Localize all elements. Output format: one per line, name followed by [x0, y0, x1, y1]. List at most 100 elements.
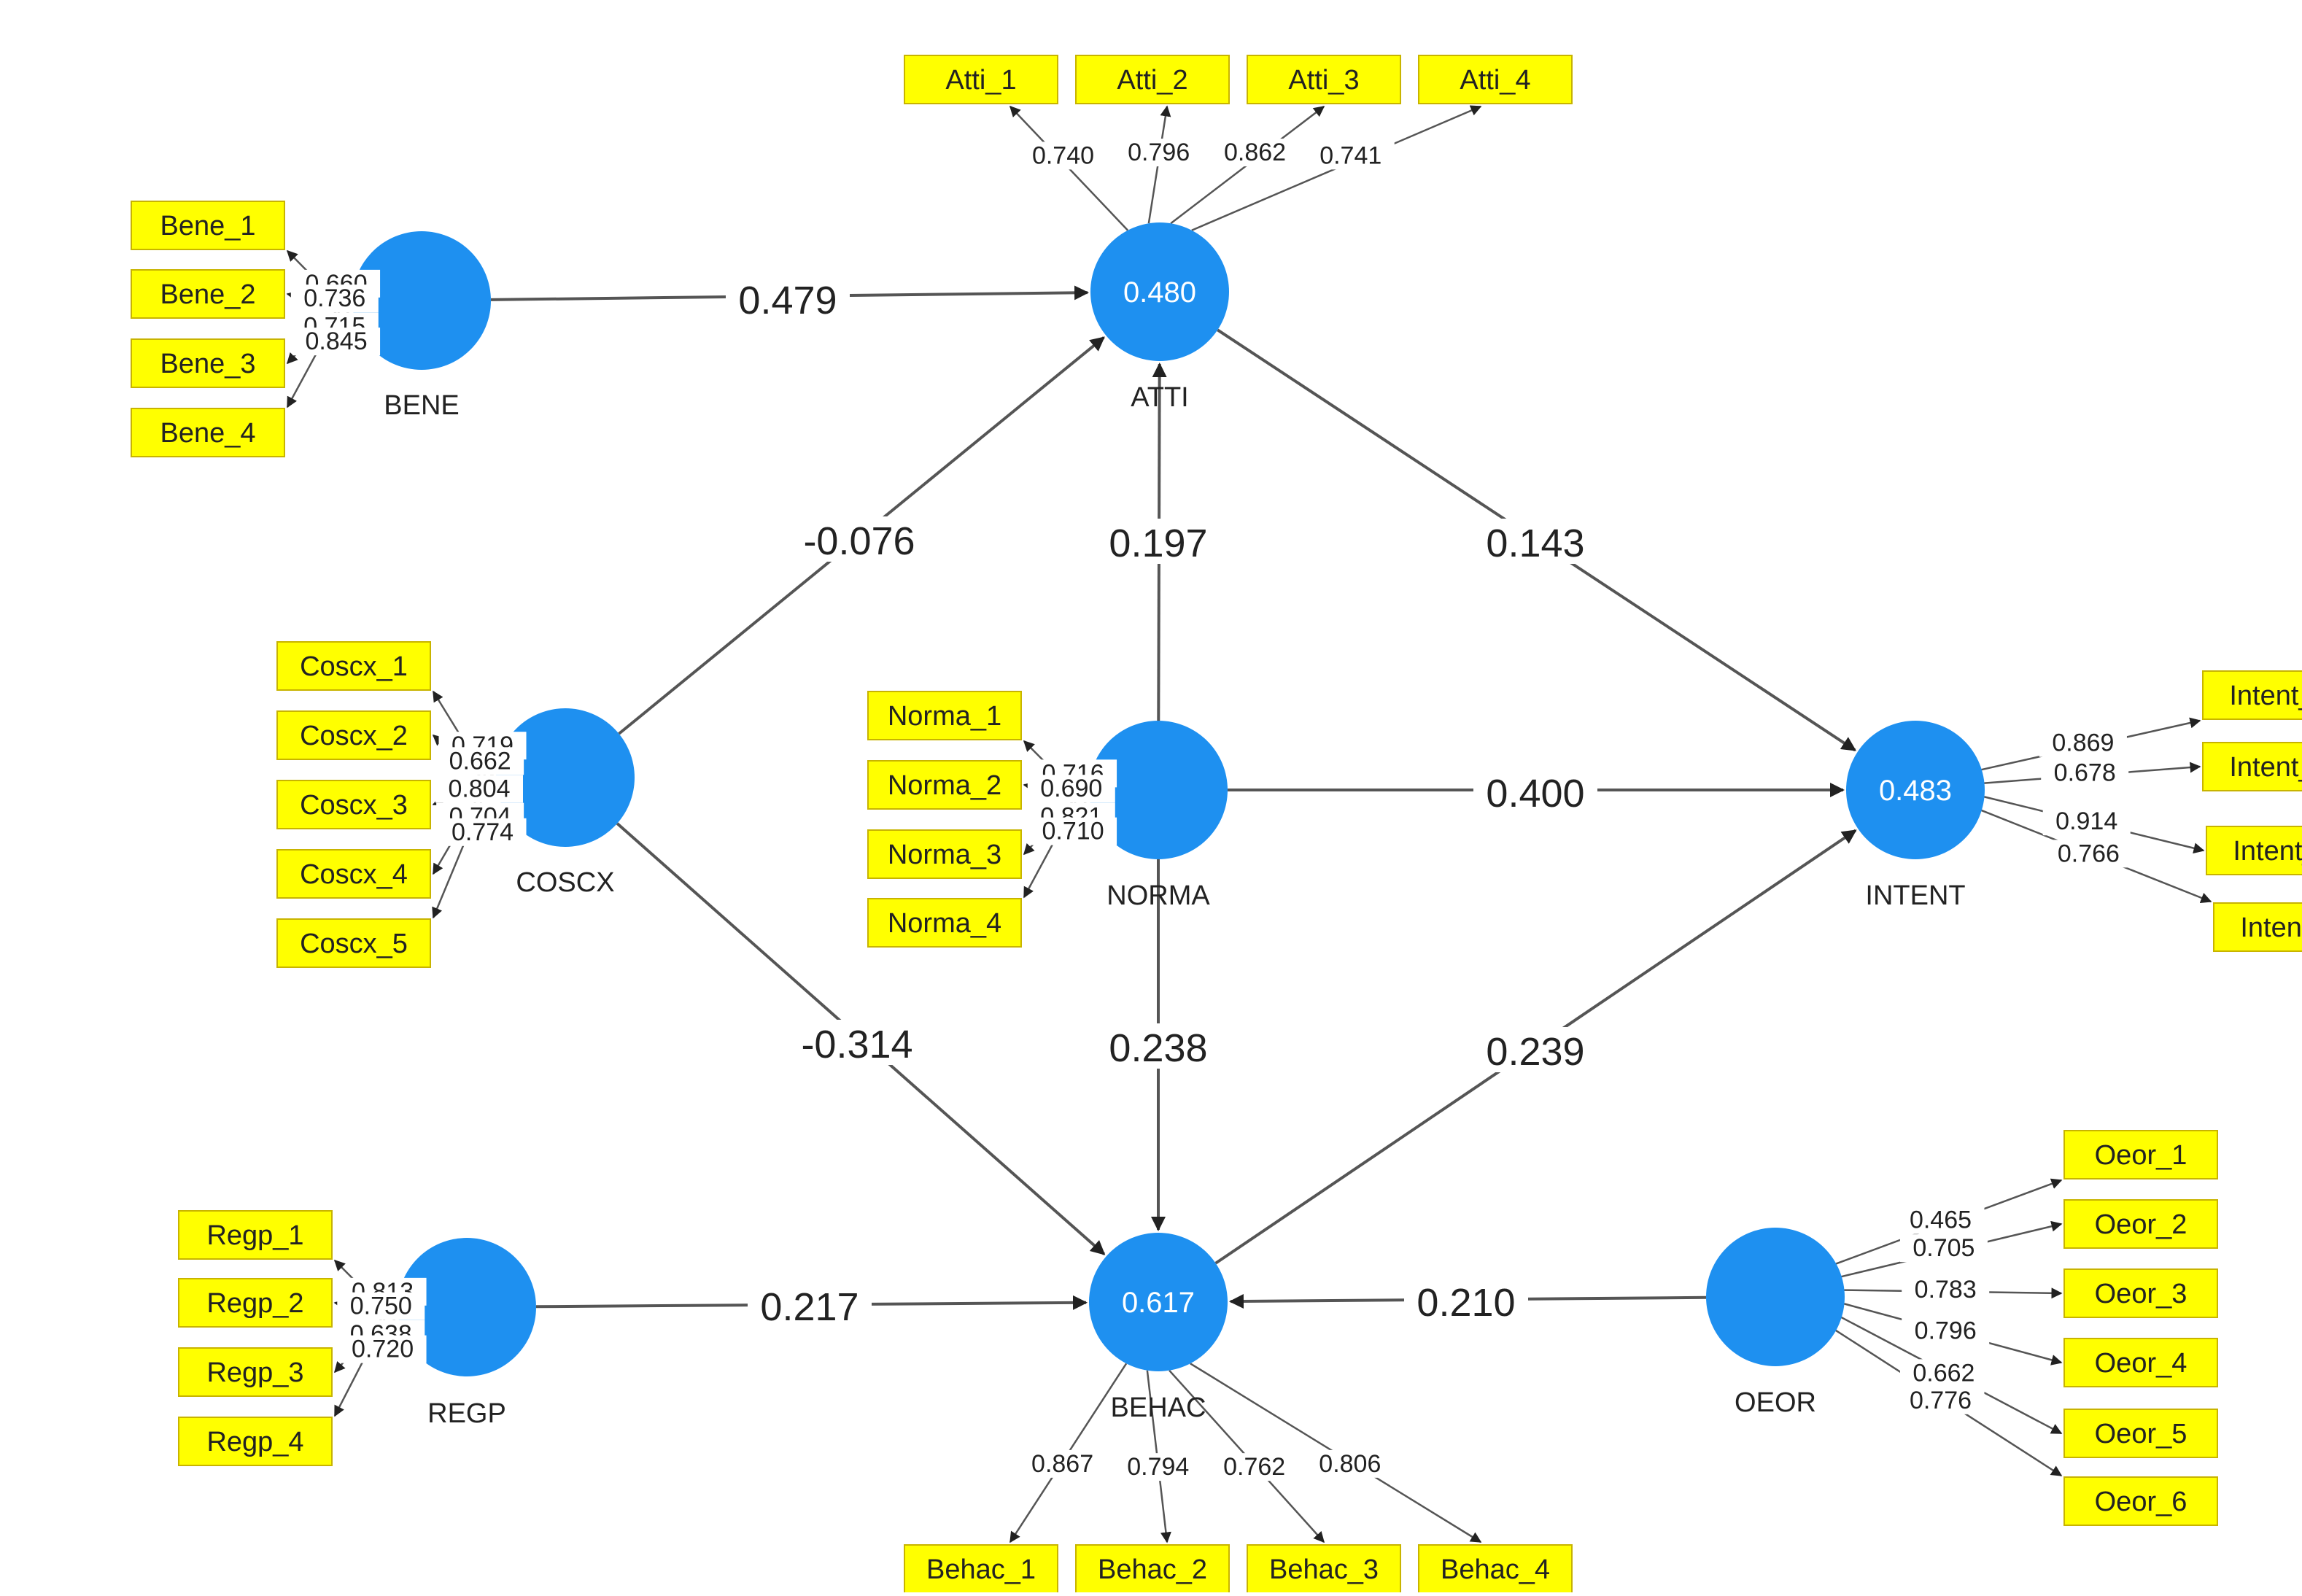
indicator-box[interactable]	[1075, 1544, 1230, 1594]
indicator-box[interactable]	[867, 760, 1022, 810]
indicator-box[interactable]	[1418, 55, 1573, 104]
indicator-box[interactable]	[2202, 742, 2302, 791]
construct-norma[interactable]: NORMA	[1089, 721, 1228, 911]
indicator-box[interactable]	[2202, 670, 2302, 720]
indicator-regp-4[interactable]: Regp_4	[178, 1417, 333, 1466]
indicator-box[interactable]	[276, 710, 431, 760]
indicator-oeor-1[interactable]: Oeor_1	[2063, 1130, 2218, 1179]
indicator-box[interactable]	[867, 691, 1022, 740]
loading-value-norma-2: 0.690	[1040, 775, 1102, 802]
construct-circle[interactable]	[1089, 721, 1228, 859]
indicator-box[interactable]	[2213, 902, 2302, 952]
indicator-box[interactable]	[867, 898, 1022, 948]
construct-circle[interactable]	[398, 1238, 536, 1376]
indicator-box[interactable]	[2063, 1338, 2218, 1387]
indicator-box[interactable]	[2063, 1476, 2218, 1526]
loading-value-oeor-5: 0.662	[1912, 1359, 1974, 1387]
indicator-coscx-4[interactable]: Coscx_4	[276, 849, 431, 899]
indicator-box[interactable]	[131, 408, 285, 457]
construct-circle[interactable]	[1089, 1233, 1228, 1371]
indicator-oeor-5[interactable]: Oeor_5	[2063, 1409, 2218, 1458]
construct-regp[interactable]: REGP	[398, 1238, 536, 1429]
indicator-atti-1[interactable]: Atti_1	[904, 55, 1058, 104]
indicator-box[interactable]	[2063, 1130, 2218, 1179]
indicator-box[interactable]	[1247, 55, 1401, 104]
indicator-norma-1[interactable]: Norma_1	[867, 691, 1022, 740]
indicator-coscx-1[interactable]: Coscx_1	[276, 641, 431, 691]
indicator-norma-2[interactable]: Norma_2	[867, 760, 1022, 810]
indicator-box[interactable]	[867, 829, 1022, 879]
construct-circle[interactable]	[352, 231, 491, 370]
loading-label-bg	[1306, 1449, 1394, 1478]
indicator-box[interactable]	[131, 269, 285, 319]
indicator-label: Oeor_6	[2095, 1487, 2187, 1517]
indicator-box[interactable]	[2063, 1409, 2218, 1458]
indicator-regp-2[interactable]: Regp_2	[178, 1278, 333, 1328]
indicator-box[interactable]	[276, 918, 431, 968]
loading-label-bg	[1899, 1359, 1988, 1387]
indicator-box[interactable]	[276, 849, 431, 899]
indicator-box[interactable]	[178, 1417, 333, 1466]
construct-circle[interactable]	[1846, 721, 1985, 859]
indicator-intent-4[interactable]: Intent_4	[2213, 902, 2302, 952]
path-coef-bg	[786, 516, 932, 562]
construct-circle[interactable]	[1706, 1228, 1845, 1366]
indicator-box[interactable]	[276, 780, 431, 829]
indicator-bene-4[interactable]: Bene_4	[131, 408, 285, 457]
loading-label-bg	[292, 328, 381, 356]
indicator-norma-3[interactable]: Norma_3	[867, 829, 1022, 879]
construct-circle[interactable]	[496, 708, 635, 847]
indicator-oeor-3[interactable]: Oeor_3	[2063, 1268, 2218, 1318]
loading-label-bg	[1899, 1234, 1988, 1263]
indicator-label: Norma_3	[888, 840, 1001, 870]
indicator-coscx-3[interactable]: Coscx_3	[276, 780, 431, 829]
indicator-regp-1[interactable]: Regp_1	[178, 1210, 333, 1260]
indicator-label: Behac_3	[1269, 1554, 1379, 1585]
indicator-box[interactable]	[904, 1544, 1058, 1594]
indicator-box[interactable]	[904, 55, 1058, 104]
indicator-oeor-2[interactable]: Oeor_2	[2063, 1199, 2218, 1249]
indicator-box[interactable]	[2063, 1199, 2218, 1249]
indicator-coscx-5[interactable]: Coscx_5	[276, 918, 431, 968]
indicator-behac-3[interactable]: Behac_3	[1247, 1544, 1401, 1594]
indicator-behac-4[interactable]: Behac_4	[1418, 1544, 1573, 1594]
indicator-bene-3[interactable]: Bene_3	[131, 338, 285, 388]
indicator-norma-4[interactable]: Norma_4	[867, 898, 1022, 948]
indicator-atti-2[interactable]: Atti_2	[1075, 55, 1230, 104]
indicator-atti-3[interactable]: Atti_3	[1247, 55, 1401, 104]
indicator-intent-1[interactable]: Intent_1	[2202, 670, 2302, 720]
indicator-oeor-4[interactable]: Oeor_4	[2063, 1338, 2218, 1387]
indicator-box[interactable]	[276, 641, 431, 691]
indicator-box[interactable]	[2063, 1268, 2218, 1318]
indicator-coscx-2[interactable]: Coscx_2	[276, 710, 431, 760]
indicator-atti-4[interactable]: Atti_4	[1418, 55, 1573, 104]
path-coef-oeor-to-behac: 0.210	[1417, 1281, 1515, 1325]
loading-value-oeor-3: 0.783	[1915, 1276, 1977, 1303]
construct-coscx[interactable]: COSCX	[496, 708, 635, 898]
indicator-regp-3[interactable]: Regp_3	[178, 1347, 333, 1397]
indicator-box[interactable]	[178, 1347, 333, 1397]
loading-label-bg	[337, 1292, 425, 1320]
indicator-behac-2[interactable]: Behac_2	[1075, 1544, 1230, 1594]
indicator-label: Behac_4	[1441, 1554, 1550, 1585]
indicator-intent-2[interactable]: Intent_2	[2202, 742, 2302, 791]
indicator-box[interactable]	[1075, 55, 1230, 104]
path-coef-bene-to-atti: 0.479	[738, 279, 837, 322]
construct-oeor[interactable]: OEOR	[1706, 1228, 1845, 1418]
indicator-box[interactable]	[131, 201, 285, 250]
indicator-box[interactable]	[2206, 826, 2302, 875]
indicator-label: Coscx_3	[300, 790, 408, 821]
indicator-bene-2[interactable]: Bene_2	[131, 269, 285, 319]
indicator-oeor-6[interactable]: Oeor_6	[2063, 1476, 2218, 1526]
indicator-box[interactable]	[131, 338, 285, 388]
indicator-behac-1[interactable]: Behac_1	[904, 1544, 1058, 1594]
indicator-box[interactable]	[178, 1210, 333, 1260]
indicator-bene-1[interactable]: Bene_1	[131, 201, 285, 250]
indicator-intent-3[interactable]: Intent_3	[2206, 826, 2302, 875]
construct-bene[interactable]: BENE	[352, 231, 491, 421]
indicator-box[interactable]	[178, 1278, 333, 1328]
construct-circle[interactable]	[1090, 222, 1229, 361]
